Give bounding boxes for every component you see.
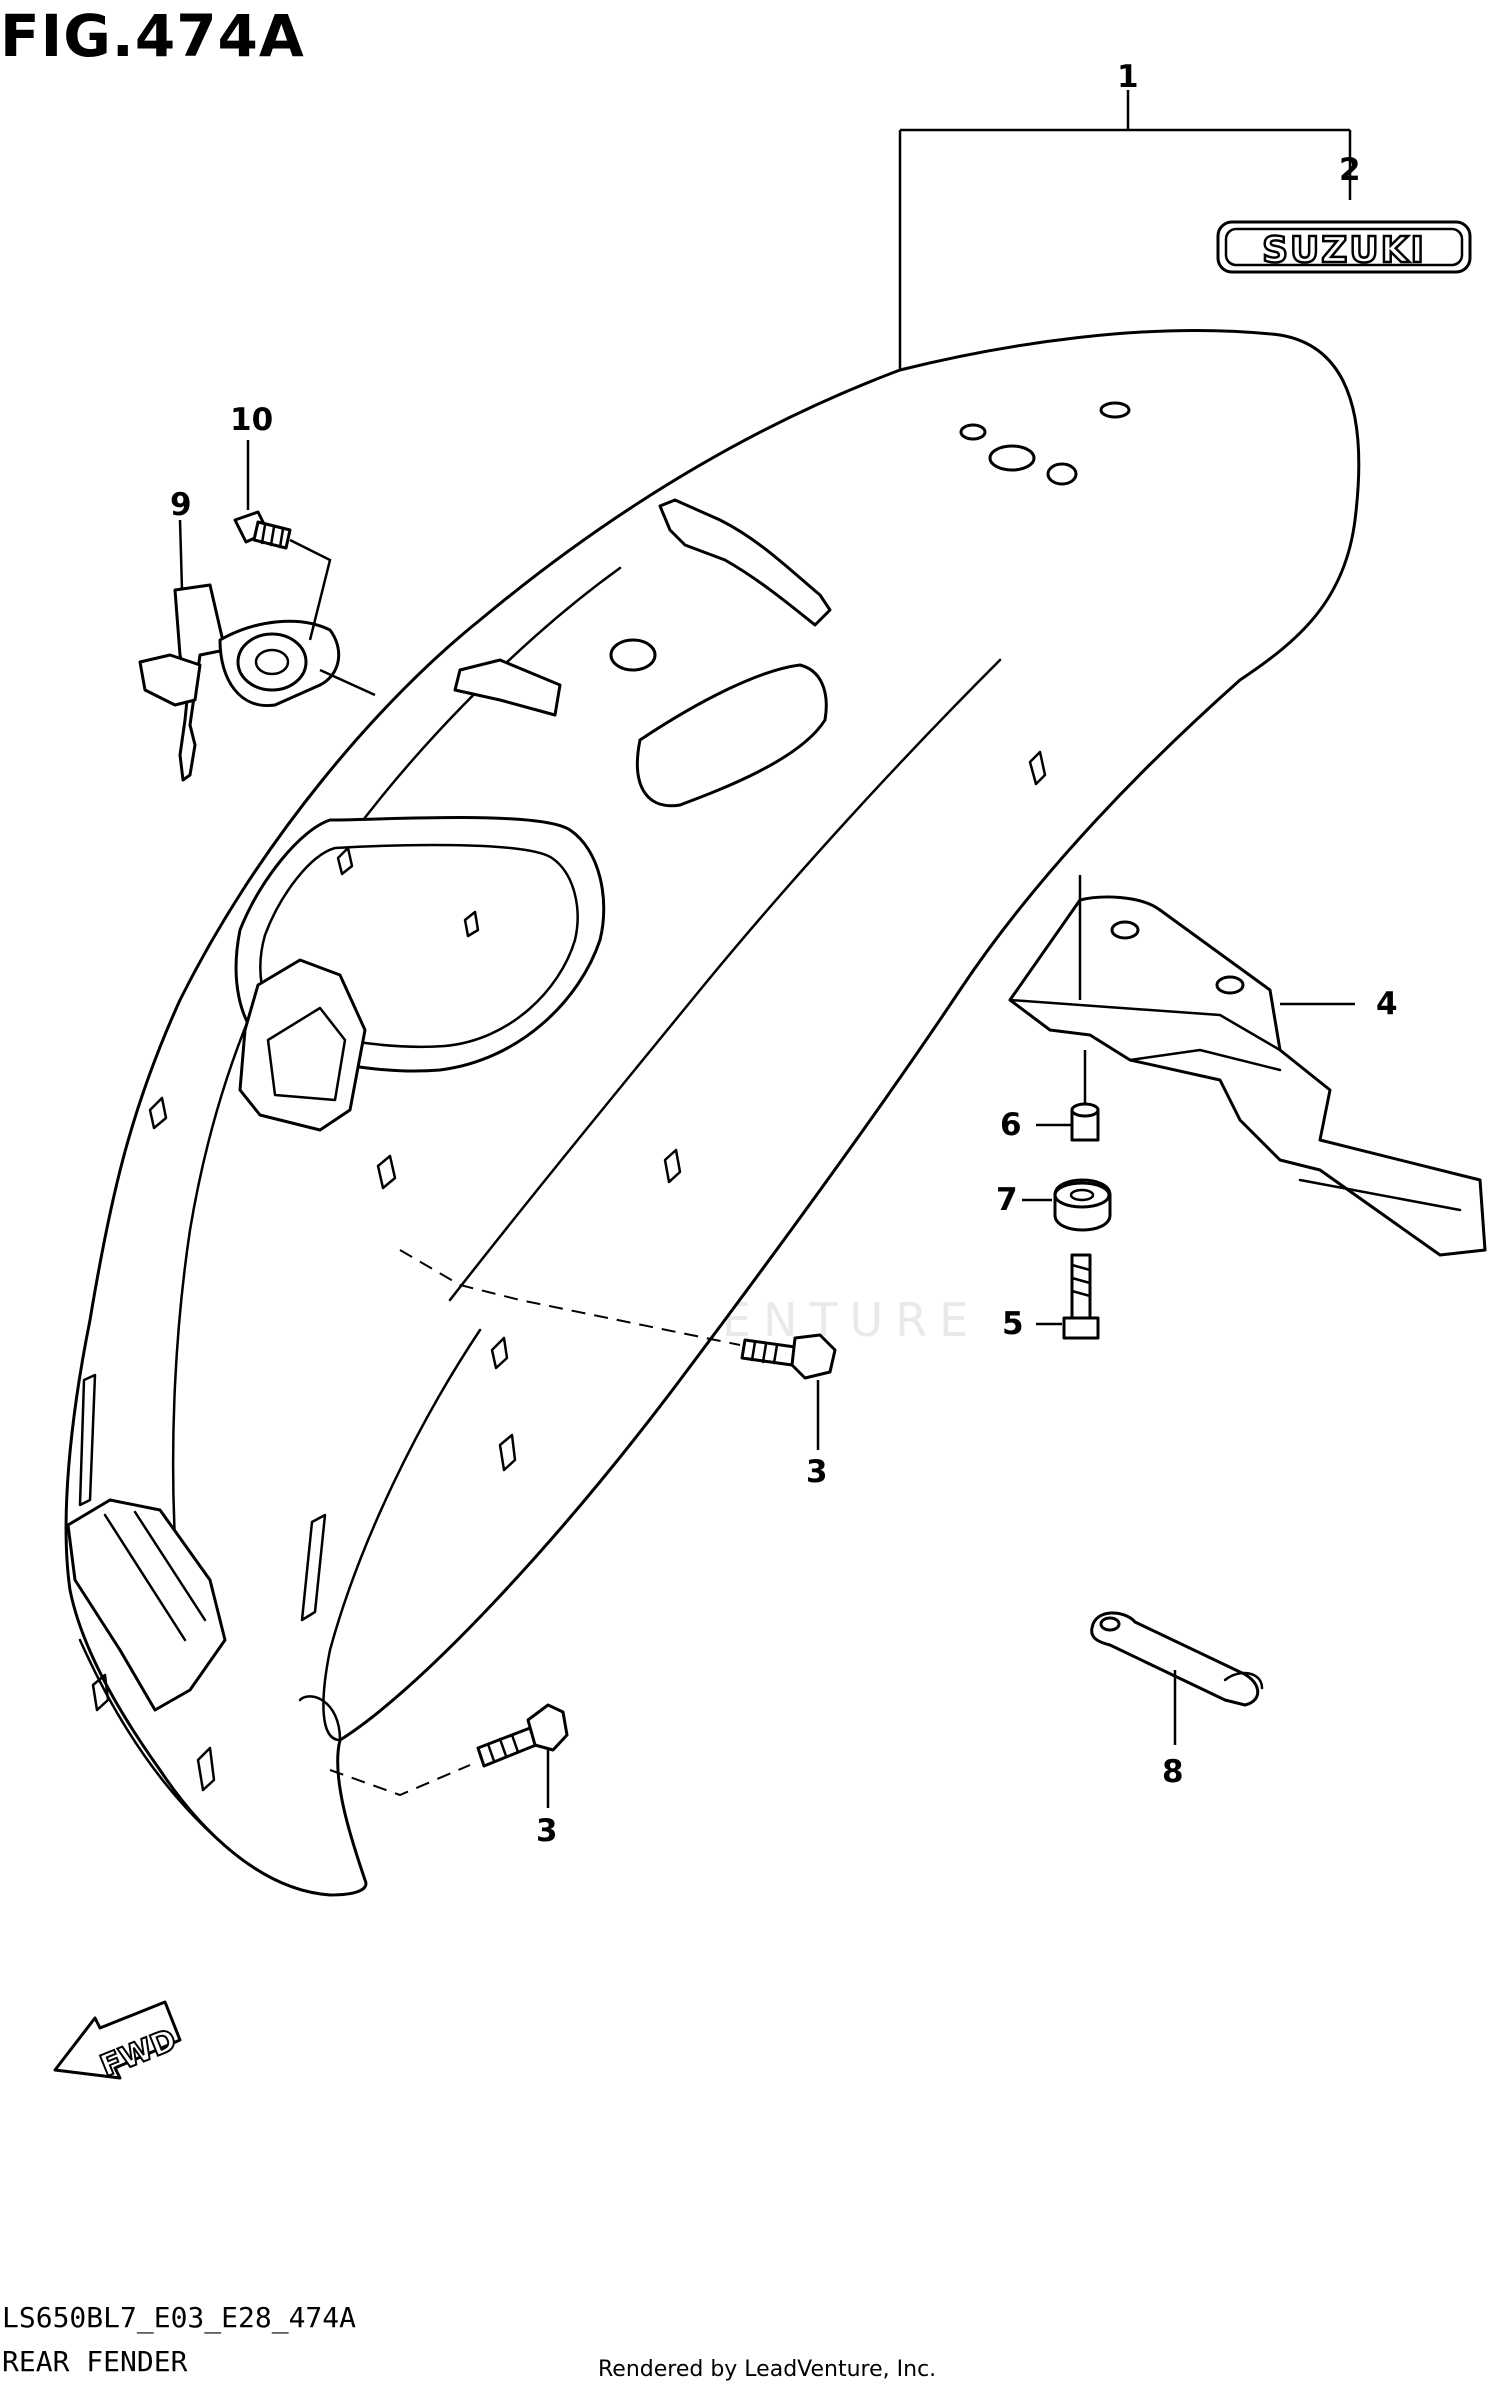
callout-10: 10 [230,402,273,438]
figure-name: REAR FENDER [2,2345,188,2378]
callout-9: 9 [170,487,192,523]
callout-3a: 3 [806,1454,828,1490]
callout-9-leader [178,519,184,591]
callout-1: 1 [1117,59,1139,95]
callout-7: 7 [996,1182,1018,1218]
fender-bolt-upper[interactable] [740,1333,837,1450]
callout-6: 6 [1000,1107,1022,1143]
callout-2: 2 [1339,152,1361,188]
rendered-by: Rendered by LeadVenture, Inc. [598,2357,937,2382]
fender-bolt-lower-dash [329,1764,471,1797]
emblem-text: SUZUKI [1262,230,1426,271]
cushion[interactable] [1022,1178,1112,1232]
figure-code: LS650BL7_E03_E28_474A [2,2301,357,2334]
callout-8: 8 [1162,1754,1184,1790]
fender-bolt-lower[interactable] [476,1703,569,1808]
suzuki-emblem[interactable]: SUZUKI [1216,220,1472,274]
grab-bracket[interactable] [1008,875,1487,1257]
callout-5: 5 [1002,1306,1024,1342]
wire-clamp[interactable] [1090,1611,1264,1745]
figure-title: FIG.474A [0,2,305,70]
rear-fender[interactable] [64,328,1361,1897]
callout-4: 4 [1376,986,1398,1022]
spacer[interactable] [1036,1050,1100,1142]
bracket-bolt[interactable] [1036,1253,1100,1340]
callout-1-leader [898,90,1352,370]
lock-screw[interactable] [233,510,332,641]
fwd-arrow-icon: FWD [53,2000,182,2085]
seat-lock-and-key[interactable] [138,583,376,782]
callout-3b: 3 [536,1813,558,1849]
fender-bolt-upper-dash [399,1249,741,1346]
